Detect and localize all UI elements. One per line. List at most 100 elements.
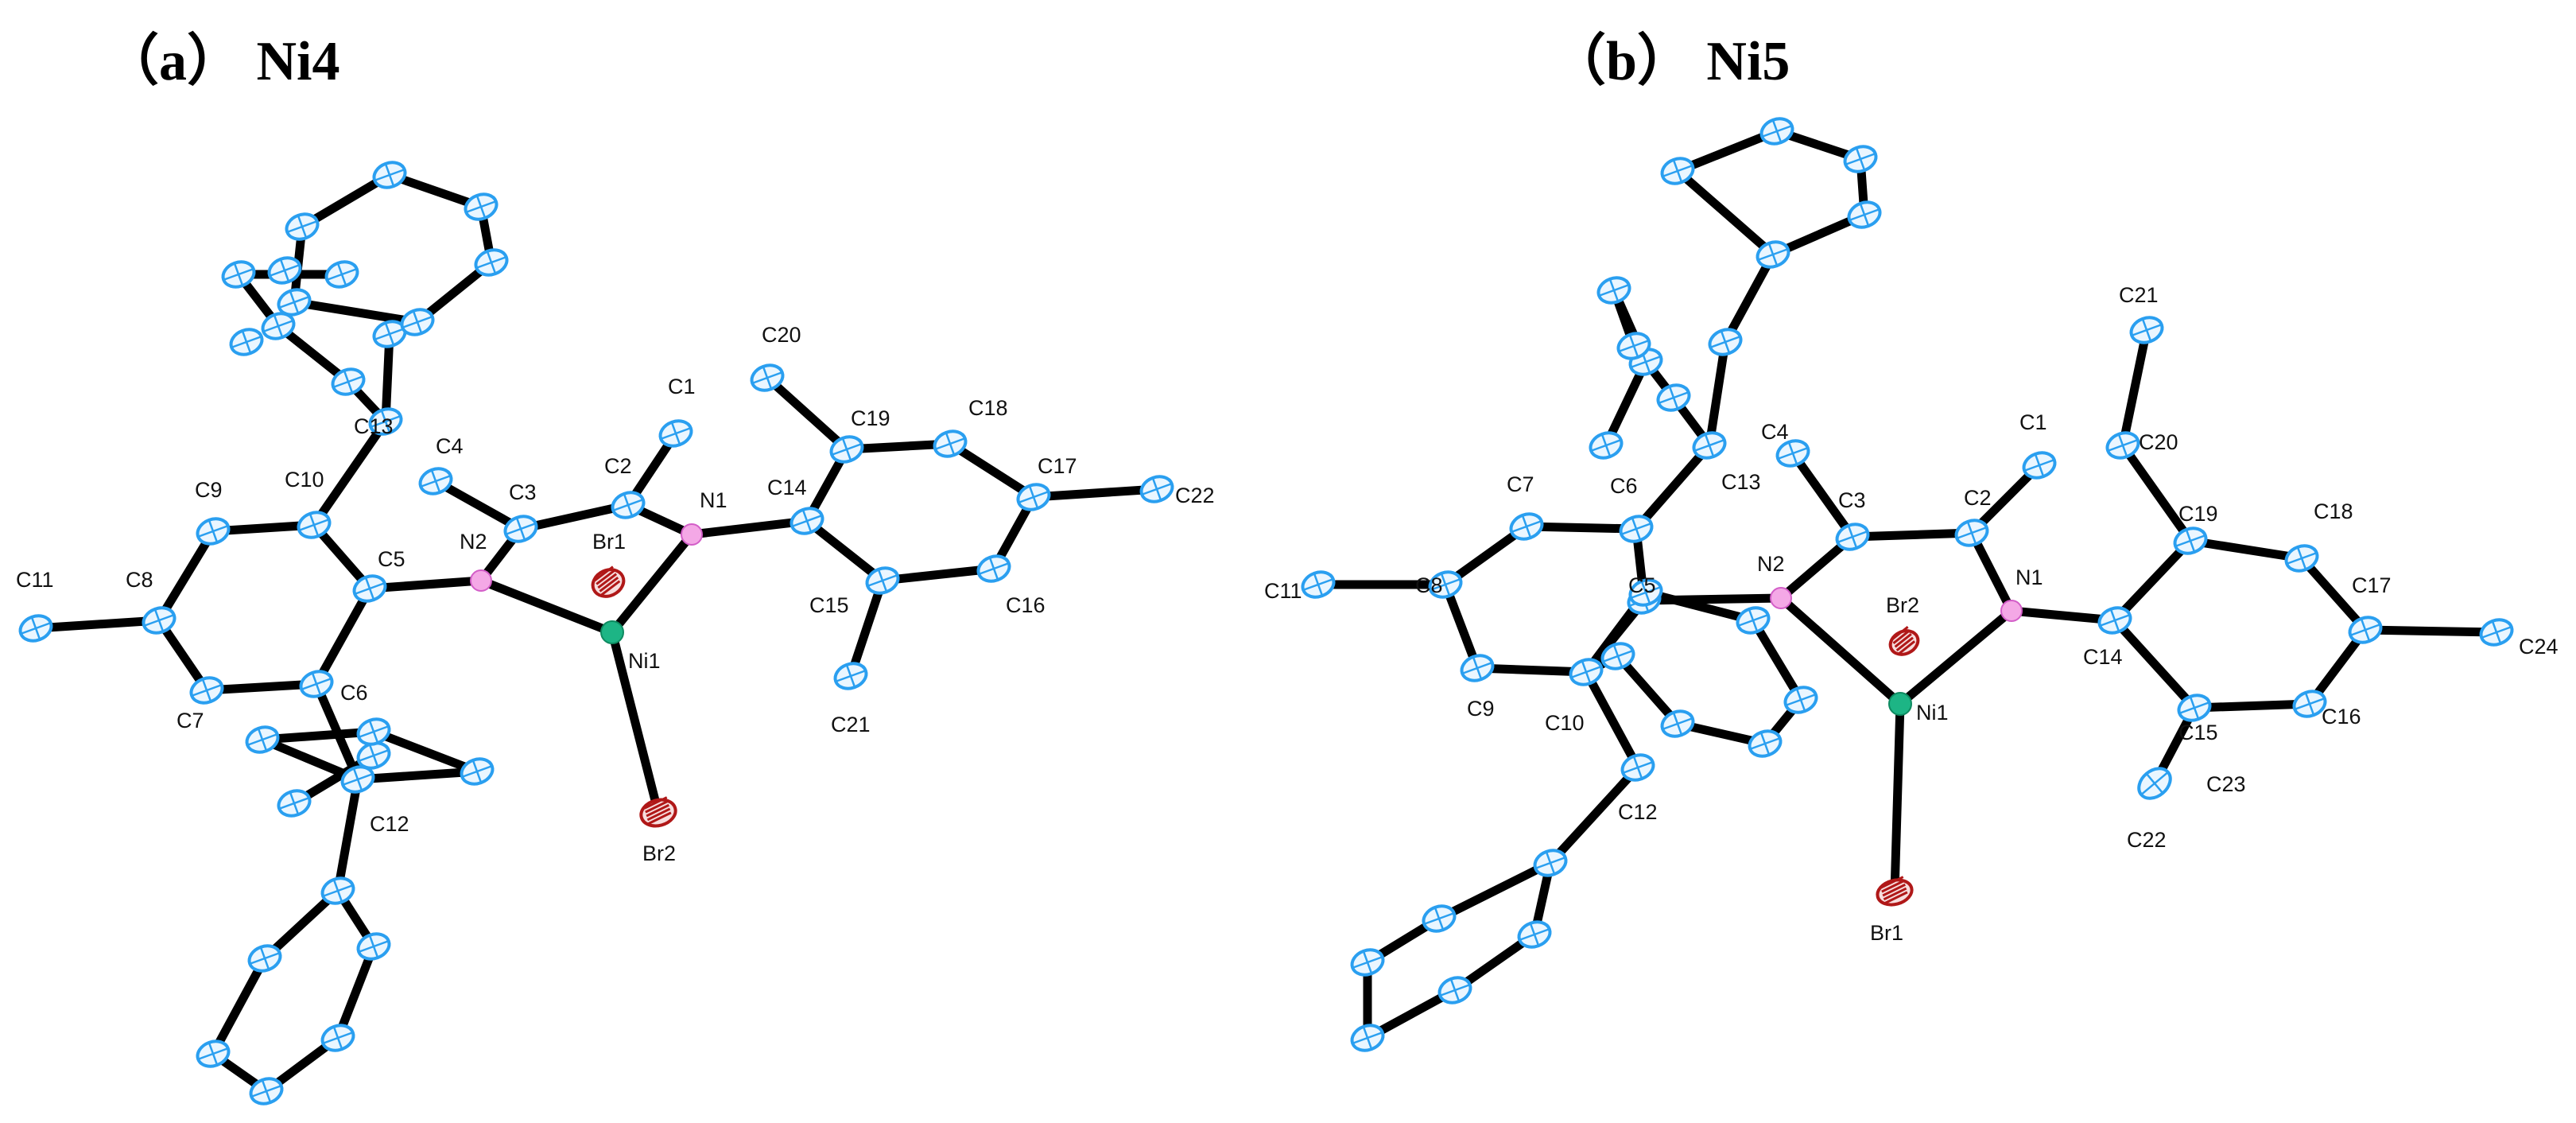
- bond: [289, 297, 422, 327]
- bond: [2361, 625, 2501, 637]
- atom-c-ellipsoid: [464, 192, 499, 221]
- atom-c-ellipsoid: [1569, 658, 1604, 686]
- atom-label: N1: [700, 488, 727, 512]
- bond: [1748, 616, 1806, 705]
- atom-label: C10: [285, 468, 324, 492]
- atom-c-ellipsoid: [277, 789, 312, 818]
- bond: [1788, 449, 1857, 542]
- atom-c-ellipsoid: [2284, 544, 2319, 573]
- atom-c-ellipsoid: [1350, 948, 1385, 977]
- atom-c-ellipsoid: [1755, 240, 1790, 269]
- atom-label: Ni1: [1916, 701, 1949, 725]
- atom-label: Br2: [642, 841, 676, 865]
- bond: [762, 373, 852, 454]
- atom-label: C22: [1175, 484, 1215, 507]
- atom-c-ellipsoid: [829, 435, 864, 464]
- bond: [1522, 522, 1641, 534]
- atom-c-ellipsoid: [474, 248, 509, 277]
- atom-c-ellipsoid: [196, 517, 231, 546]
- bond: [1441, 580, 1482, 673]
- atom-n-ellipsoid: [470, 569, 492, 592]
- atom-c-ellipsoid: [1748, 729, 1783, 758]
- bond: [154, 527, 218, 625]
- atom-c-ellipsoid: [1628, 578, 1663, 607]
- atom-c-ellipsoid: [142, 606, 177, 635]
- atom-label: C8: [126, 568, 153, 592]
- atom-c-ellipsoid: [1660, 709, 1695, 738]
- atom-c-ellipsoid: [299, 670, 334, 698]
- atom-c-ellipsoid: [261, 312, 296, 340]
- atom-label: C6: [1610, 474, 1638, 498]
- bond: [1776, 593, 1905, 709]
- atom-c-ellipsoid: [2022, 451, 2057, 480]
- atom-c-ellipsoid: [1954, 519, 1989, 547]
- atom-label: C24: [2519, 635, 2559, 659]
- bond: [687, 516, 812, 539]
- atom-label: C7: [1507, 472, 1534, 496]
- bond: [202, 679, 321, 695]
- bond: [1705, 337, 1730, 450]
- bond: [431, 476, 526, 534]
- bond: [2110, 616, 2199, 713]
- bond: [1721, 250, 1778, 347]
- bond: [2110, 536, 2195, 625]
- atom-label: C22: [2127, 828, 2167, 852]
- atom-label: C9: [195, 478, 223, 502]
- atom-c-ellipsoid: [18, 614, 53, 643]
- atom-label: C11: [1264, 579, 1302, 603]
- atom-label: C14: [2083, 645, 2123, 669]
- atom-label: N2: [460, 530, 487, 554]
- atom-c-ellipsoid: [221, 260, 256, 289]
- atom-c-ellipsoid: [1775, 439, 1810, 468]
- atom-c-ellipsoid: [352, 574, 387, 603]
- bond: [381, 329, 394, 426]
- bond: [842, 439, 955, 454]
- panel-b-structure: C1C2C3C4N2N1Br2Ni1Br1C5C6C7C8C11C9C10C13…: [1264, 117, 2559, 1052]
- atom-label: C13: [1721, 470, 1761, 494]
- bond: [945, 439, 1038, 502]
- atom-c-ellipsoid: [1656, 383, 1691, 412]
- atom-label: C12: [370, 812, 409, 836]
- atom-label: C2: [604, 454, 632, 478]
- atom-c-ellipsoid: [460, 757, 495, 786]
- bond: [1581, 667, 1643, 772]
- atom-c-ellipsoid: [976, 554, 1011, 583]
- atom-c-ellipsoid: [340, 765, 375, 794]
- bond: [1631, 441, 1714, 534]
- atom-label: C20: [2139, 430, 2178, 454]
- atom-label: C9: [1467, 697, 1495, 721]
- atom-label: Br2: [1886, 593, 1919, 617]
- atom-c-ellipsoid: [1620, 753, 1655, 782]
- atom-c-ellipsoid: [1736, 606, 1771, 635]
- atom-c-ellipsoid: [229, 328, 264, 356]
- atom-c-ellipsoid: [320, 1024, 355, 1052]
- bond: [1890, 699, 1905, 897]
- atom-c-ellipsoid: [933, 429, 968, 458]
- atom-label: C11: [16, 568, 54, 592]
- atom-c-ellipsoid: [789, 507, 824, 535]
- atom-c-ellipsoid: [1422, 904, 1457, 933]
- atom-br-ellipsoid: [639, 796, 677, 828]
- atom-c-ellipsoid: [356, 932, 391, 961]
- atom-c-ellipsoid: [245, 725, 280, 754]
- bond: [333, 775, 363, 896]
- bond: [607, 628, 663, 818]
- atom-c-ellipsoid: [2177, 694, 2212, 722]
- atom-label: N2: [1757, 552, 1785, 576]
- atom-c-ellipsoid: [1600, 642, 1635, 670]
- atom-c-ellipsoid: [1692, 431, 1727, 460]
- atom-c-ellipsoid: [277, 288, 312, 317]
- atom-c-ellipsoid: [331, 367, 366, 396]
- bond: [309, 520, 374, 593]
- panel-a-title: （a） Ni4: [103, 30, 340, 92]
- atom-label: C21: [831, 713, 871, 736]
- atom-c-ellipsoid: [2129, 316, 2164, 344]
- atom-c-ellipsoid: [372, 161, 407, 189]
- atom-label: C4: [436, 434, 464, 458]
- bond: [369, 727, 482, 776]
- bond: [2186, 536, 2306, 563]
- atom-c-ellipsoid: [324, 260, 359, 289]
- atom-label: C8: [1415, 573, 1443, 597]
- atom-c-ellipsoid: [503, 515, 538, 543]
- atom-label: C17: [2352, 573, 2392, 597]
